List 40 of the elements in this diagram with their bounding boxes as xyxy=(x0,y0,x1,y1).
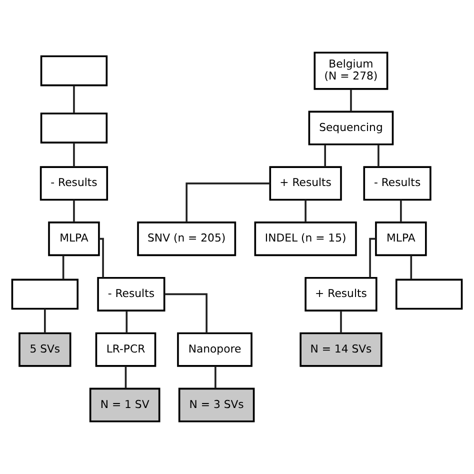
node-box: Belgium (N = 278) xyxy=(314,52,388,90)
node-box: + Results xyxy=(304,276,378,312)
connector xyxy=(400,200,402,222)
node-box: INDEL (n = 15) xyxy=(254,222,357,256)
node-box: Sequencing xyxy=(308,110,394,146)
connector xyxy=(99,238,104,278)
connector xyxy=(378,144,380,167)
node-box: LR-PCR xyxy=(95,332,156,367)
connector xyxy=(304,200,306,222)
connector xyxy=(350,89,352,112)
node-box xyxy=(11,278,79,310)
connector xyxy=(410,255,412,280)
connector xyxy=(214,366,216,388)
node-box: 5 SVs xyxy=(18,332,72,367)
node-box: N = 3 SVs xyxy=(178,388,255,422)
connector xyxy=(124,366,127,388)
connector xyxy=(44,308,46,333)
node-box: N = 14 SVs xyxy=(300,332,382,367)
connector xyxy=(186,182,270,222)
node-box xyxy=(395,278,463,310)
connector xyxy=(164,293,208,333)
node-box: MLPA xyxy=(375,222,427,256)
node-box: Nanopore xyxy=(177,332,252,367)
node-box xyxy=(40,112,108,144)
connector xyxy=(73,86,75,114)
connector xyxy=(324,144,326,167)
node-box: - Results xyxy=(97,276,166,312)
node-box xyxy=(40,55,108,86)
connector xyxy=(73,142,75,167)
node-box: SNV (n = 205) xyxy=(137,222,236,256)
node-box: MLPA xyxy=(48,222,100,256)
node-box: - Results xyxy=(40,166,108,201)
connector xyxy=(126,310,128,333)
connector xyxy=(369,238,376,278)
node-box: - Results xyxy=(363,166,432,201)
node-box: N = 1 SV xyxy=(89,388,160,422)
connector xyxy=(62,255,64,280)
node-box: + Results xyxy=(269,166,342,201)
connector xyxy=(73,200,75,222)
connector xyxy=(340,310,342,333)
